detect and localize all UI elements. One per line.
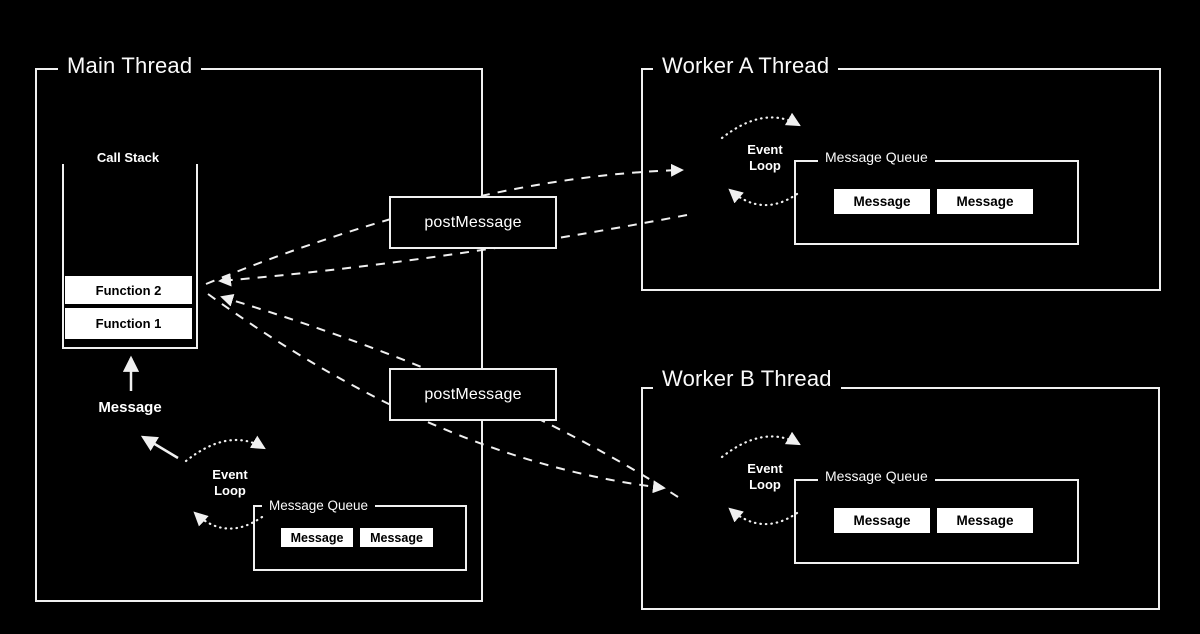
message-chip: Message <box>360 528 433 547</box>
event-loop-label-worker-b: Event Loop <box>735 461 795 493</box>
event-loop-arc-bottom-main <box>193 511 264 530</box>
event-loop-label-main: Event Loop <box>200 467 260 499</box>
message-queue-box-worker-a <box>794 160 1079 245</box>
event-loop-arc-bottom-worker-a <box>728 188 799 207</box>
postmessage-box-top: postMessage <box>389 196 557 249</box>
event-loop-line2: Loop <box>749 158 781 173</box>
main-thread-title: Main Thread <box>58 51 202 81</box>
message-chip: Message <box>937 508 1033 533</box>
event-loop-label-worker-a: Event Loop <box>735 142 795 174</box>
event-loop-arc-top-worker-a <box>720 112 801 140</box>
arrow-worker-a-to-main <box>218 214 688 287</box>
event-loop-line1: Event <box>747 461 783 476</box>
arrow-event-loop-to-message <box>140 435 179 460</box>
message-queue-title-worker-a: Message Queue <box>818 147 935 167</box>
message-queue-title-main: Message Queue <box>262 496 376 516</box>
event-loop-line1: Event <box>212 467 248 482</box>
arrow-main-to-worker-a <box>205 163 684 285</box>
message-chip: Message <box>834 189 930 214</box>
event-loop-line2: Loop <box>214 483 246 498</box>
postmessage-box-bottom: postMessage <box>389 368 557 421</box>
event-loop-arc-top-main <box>184 435 266 463</box>
event-loop-arc-top-worker-b <box>720 431 801 459</box>
worker-b-thread-box <box>641 387 1160 610</box>
event-loop-arc-bottom-worker-b <box>728 507 799 526</box>
stack-frame-function-2: Function 2 <box>65 276 192 304</box>
worker-a-thread-box <box>641 68 1161 291</box>
message-label: Message <box>98 399 162 416</box>
worker-a-thread-title: Worker A Thread <box>653 51 839 81</box>
worker-b-thread-title: Worker B Thread <box>653 364 841 394</box>
message-queue-title-worker-b: Message Queue <box>818 466 935 486</box>
call-stack-box <box>62 164 198 349</box>
stack-frame-function-1: Function 1 <box>65 308 192 339</box>
message-queue-box-worker-b <box>794 479 1079 564</box>
message-chip: Message <box>281 528 353 547</box>
event-loop-line2: Loop <box>749 477 781 492</box>
event-loop-line1: Event <box>747 142 783 157</box>
message-chip: Message <box>834 508 930 533</box>
call-stack-label: Call Stack <box>96 150 160 165</box>
main-thread-box <box>35 68 483 602</box>
message-chip: Message <box>937 189 1033 214</box>
